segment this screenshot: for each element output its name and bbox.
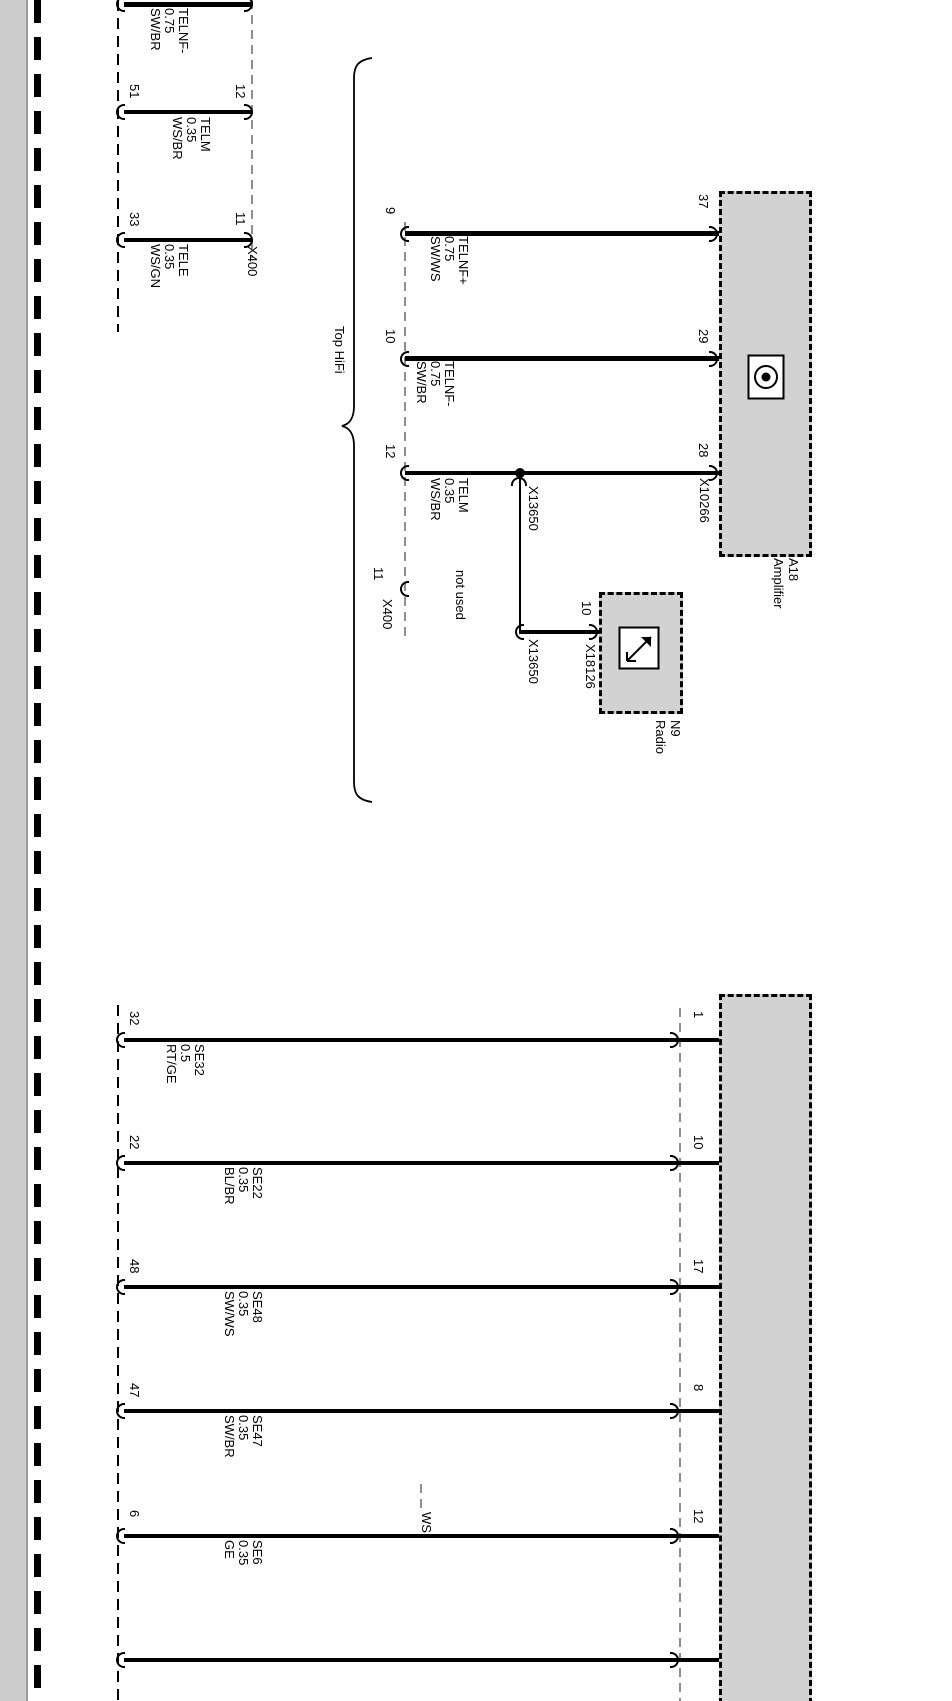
pin-number: 11 — [233, 212, 248, 226]
connector-pin-arc — [400, 351, 409, 367]
connector-pin-arc — [116, 1652, 125, 1668]
wire-se48 — [124, 1285, 721, 1289]
pin-number: 33 — [127, 212, 142, 227]
pin-number: 37 — [696, 194, 711, 209]
connector-pin-arc — [670, 1279, 679, 1295]
pin-number: 51 — [127, 84, 142, 99]
wire-label: TELE 0.35 WS/GN — [148, 244, 191, 289]
pin-number: 10 — [383, 329, 398, 344]
top-hifi-label: Top HiFi — [332, 326, 347, 374]
pin-number: 28 — [696, 443, 711, 458]
connector-pin-arc — [400, 465, 409, 481]
wire-se32 — [124, 1038, 721, 1042]
connector-pin-arc — [709, 351, 718, 367]
connector-pin-arc — [709, 465, 718, 481]
connector-pin-arc — [709, 226, 718, 242]
connector-pin-arc — [116, 104, 125, 120]
connector-label: X18126 — [583, 644, 598, 689]
bottom-connector-line — [679, 1008, 681, 1701]
bottom-component-box — [719, 994, 812, 1701]
connector-label: X400 — [245, 246, 260, 277]
pin-number: 48 — [127, 1259, 142, 1274]
wire-label: TELNF- 0.75 SW/BR — [414, 361, 457, 407]
wire-tele-left — [124, 238, 252, 242]
radio-label: N9 Radio — [653, 720, 683, 754]
speaker-icon — [747, 354, 785, 400]
top-hifi-brace — [341, 57, 373, 803]
connector-pin-arc — [116, 1279, 125, 1295]
connector-pin-arc — [116, 1528, 125, 1544]
pin-number: 9 — [383, 207, 398, 215]
connector-pin-arc — [116, 1155, 125, 1171]
connector-pin-arc — [116, 232, 125, 248]
left-component-edge — [117, 0, 119, 332]
wire-label: TELNF+ 0.75 SW/WS — [428, 236, 471, 285]
wire-label: SE6 0.35 GE — [222, 1540, 265, 1566]
connector-pin-arc — [670, 1528, 679, 1544]
pin-number: 8 — [691, 1384, 706, 1392]
page-continuation-border — [34, 0, 41, 1701]
connector-label: X13650 — [526, 639, 541, 684]
scan-edge-strip — [0, 0, 28, 1701]
wire-label: TELM 0.35 WS/BR — [170, 117, 213, 160]
wire-telm-left — [124, 110, 252, 114]
wire-se47 — [124, 1409, 721, 1413]
junction-drop-line — [519, 473, 521, 632]
connector-pin-arc — [511, 477, 527, 486]
connector-pin-arc — [400, 226, 409, 242]
pin-number: 29 — [696, 329, 711, 344]
radio-icon — [618, 626, 660, 670]
wire-label: SE47 0.35 SW/BR — [222, 1415, 265, 1458]
connector-label: X400 — [380, 599, 395, 630]
connector-pin-arc — [589, 624, 598, 640]
wire-telnf-minus-left — [124, 2, 252, 7]
wire-label: SE48 0.35 SW/WS — [222, 1291, 265, 1337]
connector-pin-arc — [670, 1403, 679, 1419]
connector-label: X10266 — [697, 478, 712, 523]
pin-number: 12 — [383, 444, 398, 459]
connector-pin-arc — [670, 1652, 679, 1668]
connector-pin-arc — [116, 0, 125, 12]
pin-number: 47 — [127, 1383, 142, 1398]
connector-pin-arc — [515, 624, 524, 640]
wire-label: TELNF- 0.75 SW/BR — [148, 8, 191, 54]
left-component-edge — [117, 1005, 119, 1701]
ws-note: WS — [419, 1512, 434, 1533]
connector-pin-arc — [670, 1032, 679, 1048]
connector-pin-arc — [244, 232, 253, 248]
amplifier-label: A18 Amplifier — [771, 558, 801, 609]
connector-x400-hifi-line — [404, 222, 406, 642]
connector-pin-arc — [116, 1032, 125, 1048]
connector-pin-arc — [116, 1403, 125, 1419]
pin-number: 11 — [371, 567, 386, 581]
not-used-note: not used — [453, 570, 468, 620]
wire-se6 — [124, 1534, 721, 1538]
wire-label: TELM 0.35 WS/BR — [428, 478, 471, 521]
wire-telnf-plus — [405, 231, 721, 236]
pin-number: 32 — [127, 1011, 142, 1026]
wire-bottom-extra — [124, 1658, 721, 1662]
wire-label: SE32 0.5 RT/GE — [164, 1044, 207, 1084]
wire-telnf-minus — [405, 356, 721, 361]
wire-to-radio — [519, 630, 601, 634]
connector-x400-left-line — [251, 0, 253, 258]
pin-number: 1 — [691, 1011, 706, 1019]
connector-pin-arc — [244, 104, 253, 120]
pin-number: 12 — [233, 84, 248, 99]
wire-label: SE22 0.35 BL/BR — [222, 1167, 265, 1205]
connector-pin-arc — [400, 581, 409, 597]
pin-number: 22 — [127, 1135, 142, 1150]
pin-number: 6 — [127, 1510, 142, 1518]
pin-number: 10 — [579, 601, 594, 616]
connector-pin-arc — [670, 1155, 679, 1171]
pin-number: 12 — [691, 1509, 706, 1524]
dash-remnant — [420, 1484, 422, 1508]
connector-pin-arc — [244, 0, 253, 12]
pin-number: 10 — [691, 1135, 706, 1150]
pin-number: 17 — [691, 1259, 706, 1274]
wire-se22 — [124, 1161, 721, 1165]
wire-telm — [405, 471, 721, 475]
connector-label: X13650 — [526, 486, 541, 531]
